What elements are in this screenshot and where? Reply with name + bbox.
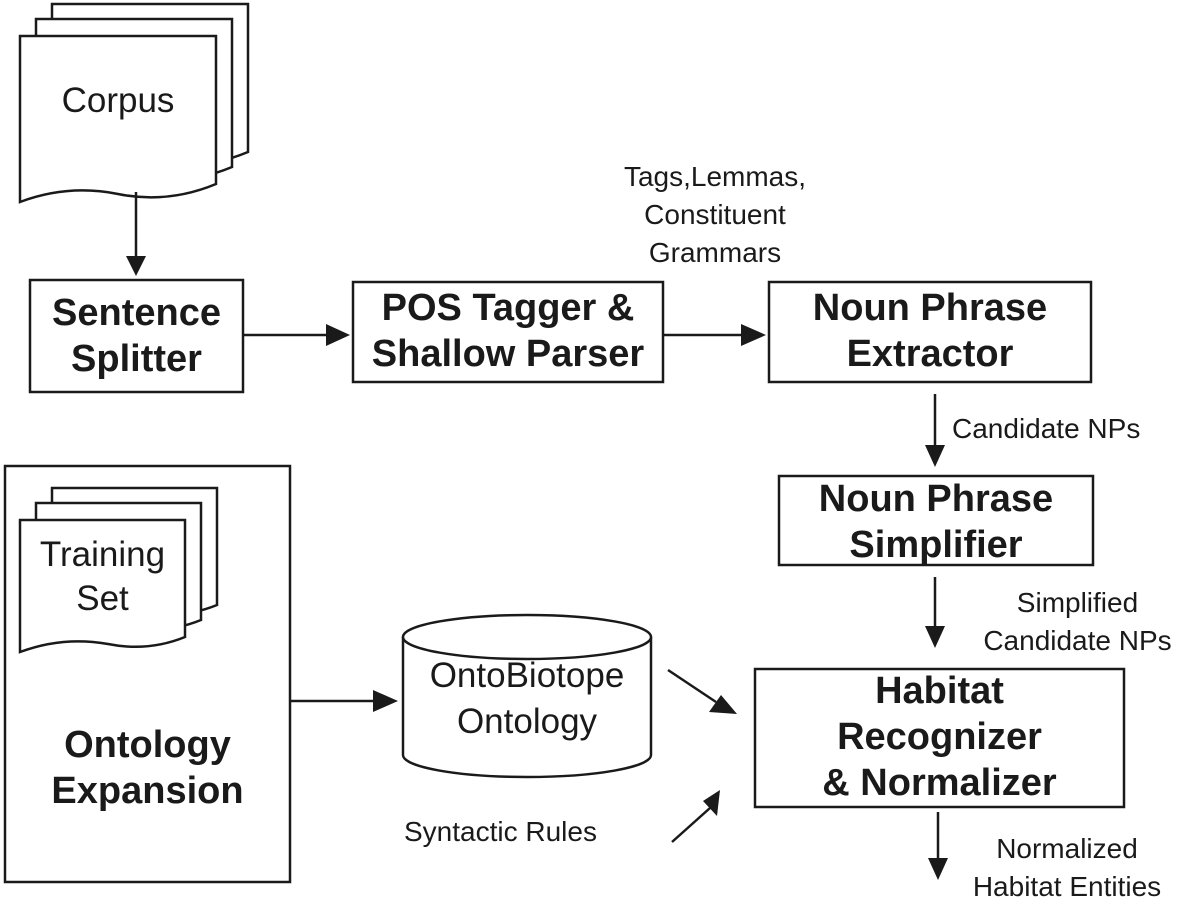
simplified-line-2: Candidate NPs — [983, 625, 1172, 656]
np-extractor-box — [767, 280, 1093, 384]
habitat-recognizer-box — [753, 667, 1126, 809]
pos-tagger-label: POS Tagger & Shallow Parser — [353, 285, 663, 377]
np-simplifier-line-1: Noun Phrase — [818, 478, 1054, 520]
edge-expansion-to-ontobiotope — [290, 690, 398, 712]
training-set-label: Training Set — [20, 533, 185, 621]
sentence-splitter-line-2: Splitter — [71, 338, 202, 380]
edge-tagger-to-extractor — [663, 324, 766, 346]
edge-corpus-to-splitter — [126, 192, 146, 276]
np-simplifier-box — [777, 474, 1095, 567]
edge-recognizer-to-output — [928, 812, 948, 880]
candidate-nps-label: Candidate NPs — [952, 413, 1141, 444]
np-simplifier-line-2: Simplifier — [849, 524, 1023, 566]
normalized-entities-label: Normalized Habitat Entities — [944, 830, 1190, 906]
np-extractor-line-1: Noun Phrase — [812, 287, 1048, 329]
ontobiotope-line-2: Ontology — [456, 702, 598, 741]
ontobiotope-label: OntoBiotope Ontology — [403, 653, 651, 745]
ontobiotope-cylinder — [401, 613, 653, 779]
simplified-nps-label: Simplified Candidate NPs — [955, 584, 1200, 660]
tags-lemmas-label: Tags,Lemmas, Constituent Grammars — [590, 158, 840, 272]
sentence-splitter-line-1: Sentence — [52, 292, 221, 334]
pos-tagger-box — [351, 280, 665, 384]
tags-line-2: Constituent — [644, 199, 786, 230]
edge-simplifier-to-recognizer — [925, 577, 945, 648]
training-set-line-2: Set — [76, 579, 129, 618]
simplified-line-1: Simplified — [1016, 587, 1139, 618]
edge-rules-to-recognizer — [671, 790, 720, 843]
ontology-expansion-line-2: Expansion — [51, 770, 244, 812]
habitat-recognizer-line-2: Recognizer — [837, 716, 1042, 758]
edge-extractor-to-simplifier — [925, 394, 945, 467]
np-extractor-line-2: Extractor — [846, 333, 1014, 375]
edge-splitter-to-tagger — [243, 324, 350, 346]
tags-line-3: Grammars — [648, 237, 782, 268]
habitat-recognizer-label: Habitat Recognizer & Normalizer — [755, 668, 1124, 806]
normalized-line-2: Habitat Entities — [972, 871, 1162, 902]
training-set-line-1: Training — [39, 535, 166, 574]
corpus-document-stack — [18, 2, 250, 204]
pos-tagger-line-2: Shallow Parser — [371, 333, 645, 375]
sentence-splitter-box — [28, 278, 245, 394]
ontology-expansion-label: Ontology Expansion — [5, 722, 290, 814]
corpus-label: Corpus — [61, 81, 175, 120]
habitat-recognizer-line-3: & Normalizer — [822, 762, 1057, 804]
habitat-recognizer-line-1: Habitat — [875, 670, 1004, 712]
ontology-expansion-line-1: Ontology — [64, 724, 231, 766]
tags-line-1: Tags,Lemmas, — [623, 161, 807, 192]
np-extractor-label: Noun Phrase Extractor — [769, 285, 1091, 377]
training-set-document-stack — [18, 486, 219, 654]
normalized-line-1: Normalized — [996, 833, 1138, 864]
ontobiotope-line-1: OntoBiotope — [429, 656, 625, 695]
np-simplifier-label: Noun Phrase Simplifier — [779, 476, 1093, 568]
pos-tagger-line-1: POS Tagger & — [381, 287, 635, 329]
sentence-splitter-label: Sentence Splitter — [30, 290, 243, 382]
edge-ontobiotope-to-recognizer — [667, 668, 737, 714]
syntactic-rules-label: Syntactic Rules — [404, 816, 597, 847]
